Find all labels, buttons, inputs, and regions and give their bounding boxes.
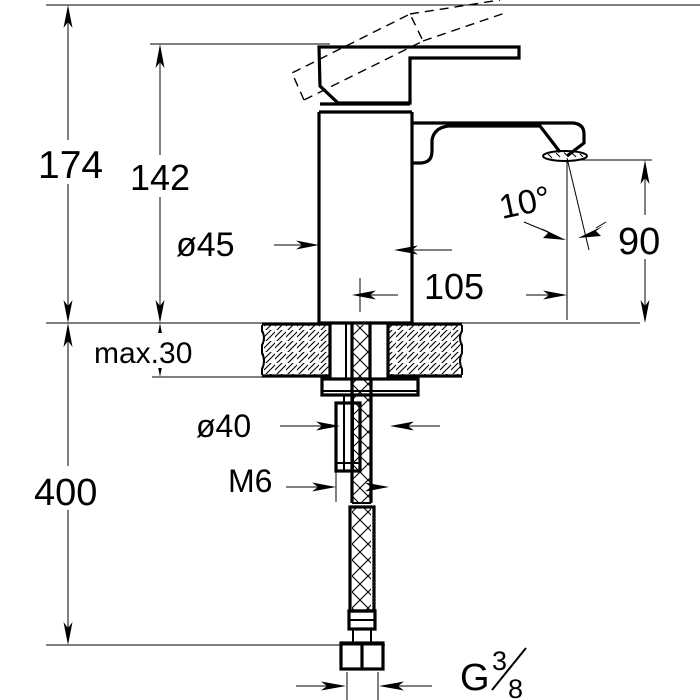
dimension-angle-10-label: 10° bbox=[496, 179, 554, 227]
dimension-142: 142 bbox=[126, 44, 198, 323]
lever-handle bbox=[317, 45, 521, 106]
dimension-142-label: 142 bbox=[130, 157, 190, 198]
dimension-diameter-40: ø40 bbox=[196, 408, 440, 444]
dimension-g38: G 3 8 bbox=[296, 646, 527, 700]
dimension-90: 90 bbox=[616, 160, 680, 323]
countertop-section bbox=[261, 322, 463, 378]
flexible-braided-hose bbox=[348, 378, 376, 613]
dimension-max-30-label: max.30 bbox=[94, 337, 192, 370]
dimension-105-label: 105 bbox=[424, 266, 484, 307]
dimension-400-label: 400 bbox=[34, 472, 97, 514]
dimension-174: 174 bbox=[34, 5, 106, 323]
dimension-diameter-45-label: ø45 bbox=[176, 226, 235, 264]
dimension-m6-label: M6 bbox=[228, 463, 272, 499]
lever-raised-position-outline bbox=[291, 0, 506, 101]
dimension-angle-10: 10° bbox=[496, 157, 607, 251]
dimension-174-label: 174 bbox=[38, 144, 103, 187]
dimension-g38-denominator: 8 bbox=[508, 674, 523, 700]
dimension-90-label: 90 bbox=[618, 221, 660, 263]
dimension-g38-prefix: G bbox=[460, 657, 490, 699]
dimension-max-30: max.30 bbox=[92, 323, 238, 377]
dimension-g38-numerator: 3 bbox=[492, 646, 507, 676]
dimension-diameter-45: ø45 bbox=[176, 226, 319, 264]
dimension-diameter-40-label: ø40 bbox=[196, 408, 251, 444]
faucet-body bbox=[317, 110, 414, 325]
dimension-400: 400 bbox=[32, 323, 112, 645]
faucet-spout bbox=[412, 121, 588, 165]
hose-end-fitting bbox=[339, 609, 385, 671]
